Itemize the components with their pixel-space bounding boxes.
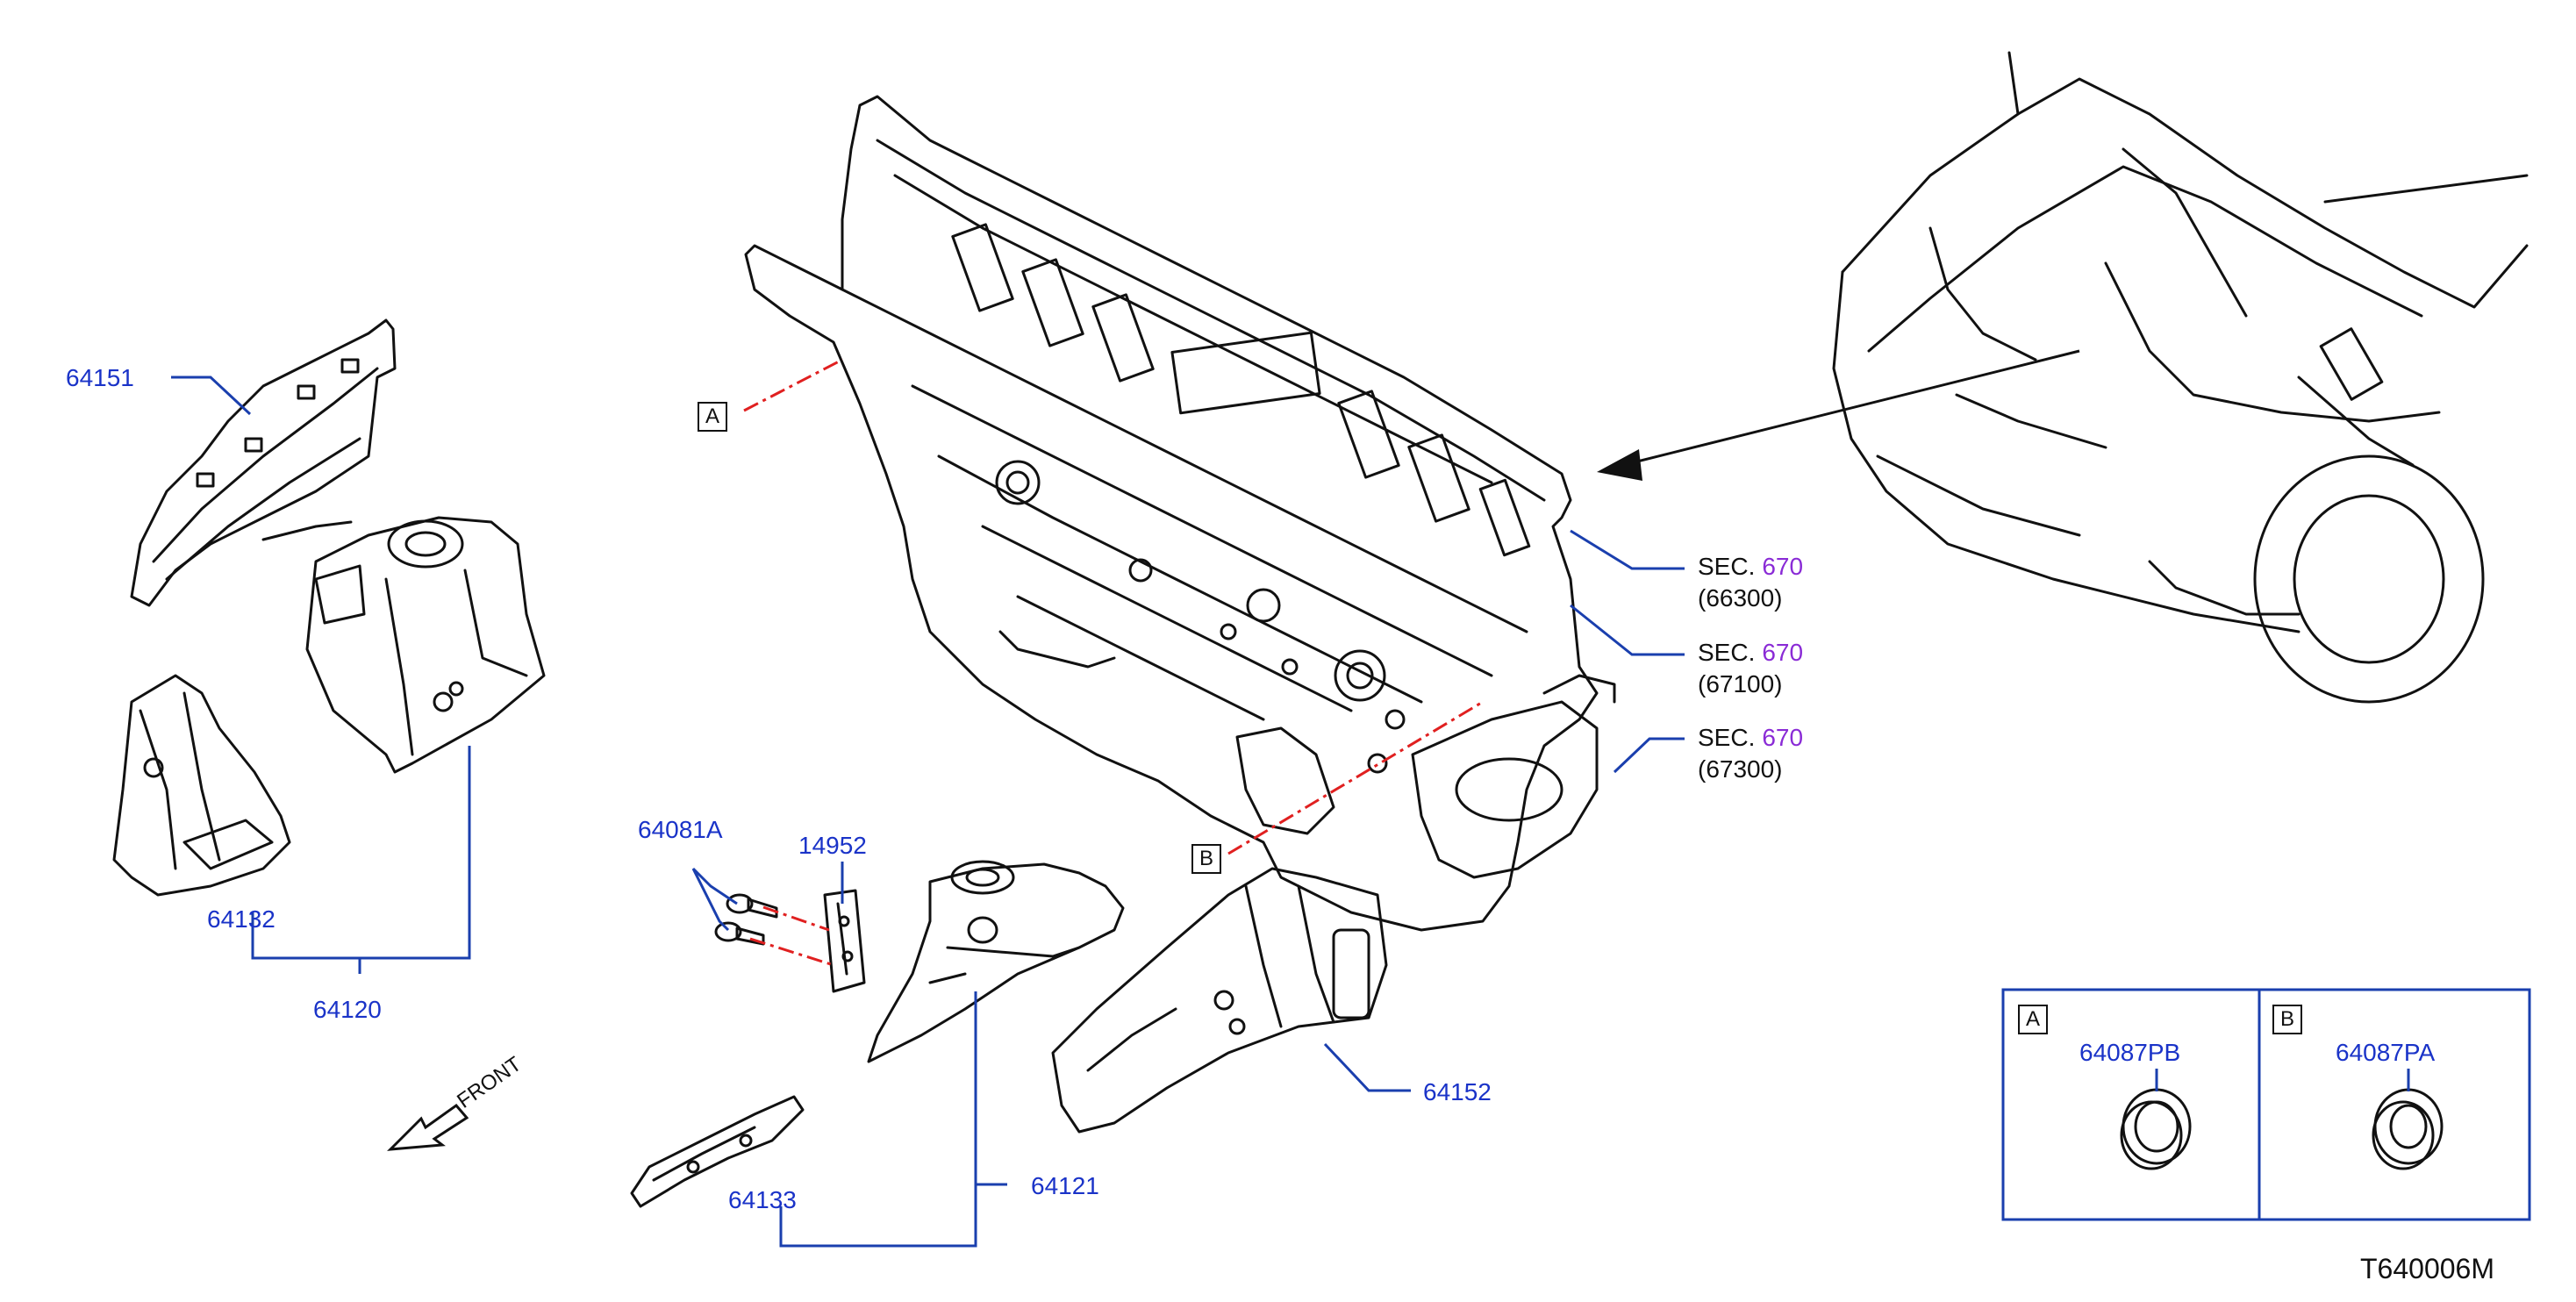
- reference-lines: [743, 358, 1484, 967]
- vehicle-overview-drawing: [1832, 51, 2529, 704]
- inset-letter-a: A: [2018, 1005, 2048, 1034]
- part-64152-drawing: [1051, 867, 1388, 1134]
- part-label-64152[interactable]: 64152: [1423, 1078, 1492, 1105]
- part-label-64121[interactable]: 64121: [1031, 1172, 1099, 1199]
- front-arrow-icon: [387, 1103, 469, 1151]
- section-ref-67300[interactable]: SEC.670 (67300): [1698, 722, 1803, 785]
- section-number: 670: [1762, 639, 1804, 666]
- inset-frame: [2001, 988, 2531, 1221]
- part-label-64133[interactable]: 64133: [728, 1186, 797, 1213]
- reference-box-a: A: [698, 402, 727, 432]
- part-label-64151[interactable]: 64151: [66, 364, 134, 391]
- diagram-code: T640006M: [2360, 1253, 2494, 1284]
- inset-letter-b: B: [2272, 1005, 2302, 1034]
- part-14952-drawing: [823, 889, 866, 993]
- part-label-14952[interactable]: 14952: [798, 832, 867, 859]
- section-sub: (66300): [1698, 584, 1783, 612]
- grommet-icon: [2372, 1088, 2444, 1170]
- part-64132-drawing: [112, 674, 291, 897]
- section-prefix: SEC.: [1698, 553, 1756, 580]
- section-ref-67100[interactable]: SEC.670 (67100): [1698, 637, 1803, 700]
- callout-lines: [171, 376, 1685, 1248]
- part-label-64120[interactable]: 64120: [313, 996, 382, 1023]
- part-64120-drawing: [305, 516, 546, 774]
- section-number: 670: [1762, 724, 1804, 751]
- inset-part-64087PA[interactable]: 64087PA: [2336, 1039, 2436, 1066]
- inset-part-64087PB[interactable]: 64087PB: [2079, 1039, 2181, 1066]
- part-label-64132[interactable]: 64132: [207, 905, 275, 933]
- section-sub: (67300): [1698, 755, 1783, 783]
- part-label-64081A[interactable]: 64081A: [638, 816, 723, 843]
- section-ref-66300[interactable]: SEC.670 (66300): [1698, 551, 1803, 614]
- part-64151-drawing: [130, 318, 397, 607]
- locator-arrow: [1597, 349, 2080, 481]
- reference-box-b: B: [1191, 844, 1221, 874]
- section-prefix: SEC.: [1698, 724, 1756, 751]
- bolt-icon: [714, 893, 778, 946]
- section-prefix: SEC.: [1698, 639, 1756, 666]
- section-sub: (67100): [1698, 670, 1783, 698]
- part-64133-drawing: [630, 1095, 805, 1208]
- section-number: 670: [1762, 553, 1804, 580]
- part-64121-drawing: [867, 860, 1125, 1063]
- dash-panel-drawing: [744, 95, 1616, 932]
- grommet-icon: [2120, 1088, 2192, 1170]
